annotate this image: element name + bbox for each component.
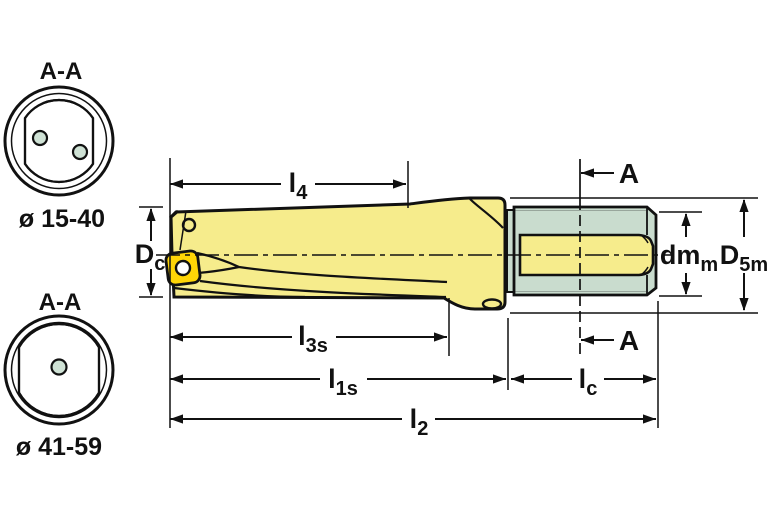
collar-coolant-outlet [481, 298, 503, 310]
extension-lines [139, 158, 758, 428]
front-chamfer-edge [169, 209, 179, 220]
arrowhead [511, 374, 524, 384]
label-l2: l2 [410, 404, 429, 440]
arrowhead [146, 283, 156, 296]
insert-group [164, 249, 202, 287]
arrowhead [493, 374, 506, 384]
coolant-hole-icon [71, 143, 89, 161]
section-view-upper: A-A ø 15-40 [3, 58, 115, 233]
flat-notch-line [640, 234, 649, 244]
drill-assembly [156, 159, 671, 354]
label-l4: l4 [289, 168, 309, 204]
arrowhead [434, 332, 447, 342]
front-facet-line [179, 210, 187, 251]
heel-line [173, 286, 306, 299]
diameter-range-lower: ø 41-59 [16, 433, 102, 461]
label-dmm: dmm [660, 240, 718, 276]
label-d5m: D5m [720, 240, 767, 276]
arrowhead [643, 374, 656, 384]
body-screw-hole [181, 217, 197, 233]
arrowhead [170, 179, 183, 189]
label-l1s: l1s [328, 364, 358, 400]
arrowhead [170, 414, 183, 424]
flute-line [238, 265, 448, 284]
section-hatch-lower [17, 322, 101, 418]
label-l3s: l3s [298, 321, 328, 357]
collar-fillet-line [469, 198, 504, 229]
section-view-lower: A-A ø 41-59 [3, 289, 115, 461]
arrowhead [643, 414, 656, 424]
section-ring-lower [10, 321, 108, 419]
section-hatch-upper [23, 98, 95, 184]
arrowhead [681, 282, 691, 295]
arrowhead [739, 298, 749, 311]
arrowhead [170, 332, 183, 342]
flat-notch-line [640, 266, 649, 276]
arrowhead [146, 208, 156, 221]
arrowhead [739, 199, 749, 212]
coolant-hole-icon [31, 129, 49, 147]
section-ring-upper [10, 92, 108, 190]
insert-screw-hole [174, 259, 192, 277]
arrowhead [681, 213, 691, 226]
section-outer-circle-upper [3, 85, 115, 197]
diameter-range-upper: ø 15-40 [19, 205, 105, 233]
dimension-lines [146, 168, 749, 424]
label-section-a-top: A [619, 158, 639, 189]
section-outer-circle-lower [3, 314, 115, 426]
arrowhead [581, 335, 594, 345]
dimension-labels: l4 Dc l3s l1s lc l2 dmm D5m A A [135, 158, 767, 440]
flute-line [199, 279, 447, 299]
flute-line [196, 251, 240, 268]
label-lc: lc [579, 364, 598, 400]
label-dc: Dc [135, 239, 166, 275]
center-coolant-hole-icon [50, 358, 68, 376]
arrowhead [170, 374, 183, 384]
section-title-upper: A-A [40, 58, 83, 85]
arrowhead [581, 168, 594, 178]
arrowhead [393, 179, 406, 189]
label-section-a-bottom: A [619, 325, 639, 356]
section-title-lower: A-A [39, 289, 82, 316]
